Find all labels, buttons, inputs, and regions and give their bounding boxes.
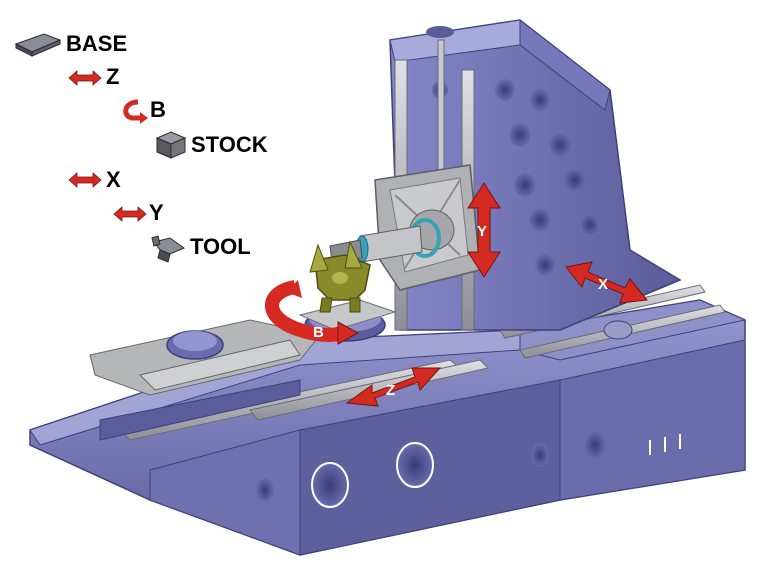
tree-label-x: X: [106, 167, 121, 192]
linear-axis-arrow-icon: [113, 206, 147, 222]
base-plate-icon: [14, 33, 62, 57]
machine-base: [29, 299, 747, 556]
linear-axis-arrow-icon: [68, 172, 102, 188]
table-saddle: [89, 319, 321, 396]
workpiece-part: [309, 240, 371, 313]
b-axis-arrow: B: [265, 280, 360, 345]
b-axis-label: B: [313, 324, 324, 341]
z-axis-arrow: Z: [345, 367, 442, 407]
x-axis-label: X: [598, 276, 608, 293]
linear-axis-arrow-icon: [68, 70, 102, 86]
z-axis-label: Z: [386, 382, 395, 399]
rotary-axis-arrow-icon: [123, 99, 148, 124]
x-axis-arrow: X: [565, 261, 648, 304]
tree-label-stock: STOCK: [191, 132, 268, 157]
tree-label-z: Z: [106, 64, 120, 89]
tree-label-b: B: [150, 97, 166, 122]
y-axis-label: Y: [477, 223, 487, 240]
spindle-head: [329, 164, 481, 291]
tree-label-base: BASE: [66, 31, 128, 56]
y-axis-arrow: Y: [467, 182, 501, 278]
tool-icon: [151, 235, 186, 263]
tree-label-tool: TOOL: [190, 234, 251, 259]
tree-label-y: Y: [149, 200, 164, 225]
stock-cube-icon: [155, 131, 187, 159]
